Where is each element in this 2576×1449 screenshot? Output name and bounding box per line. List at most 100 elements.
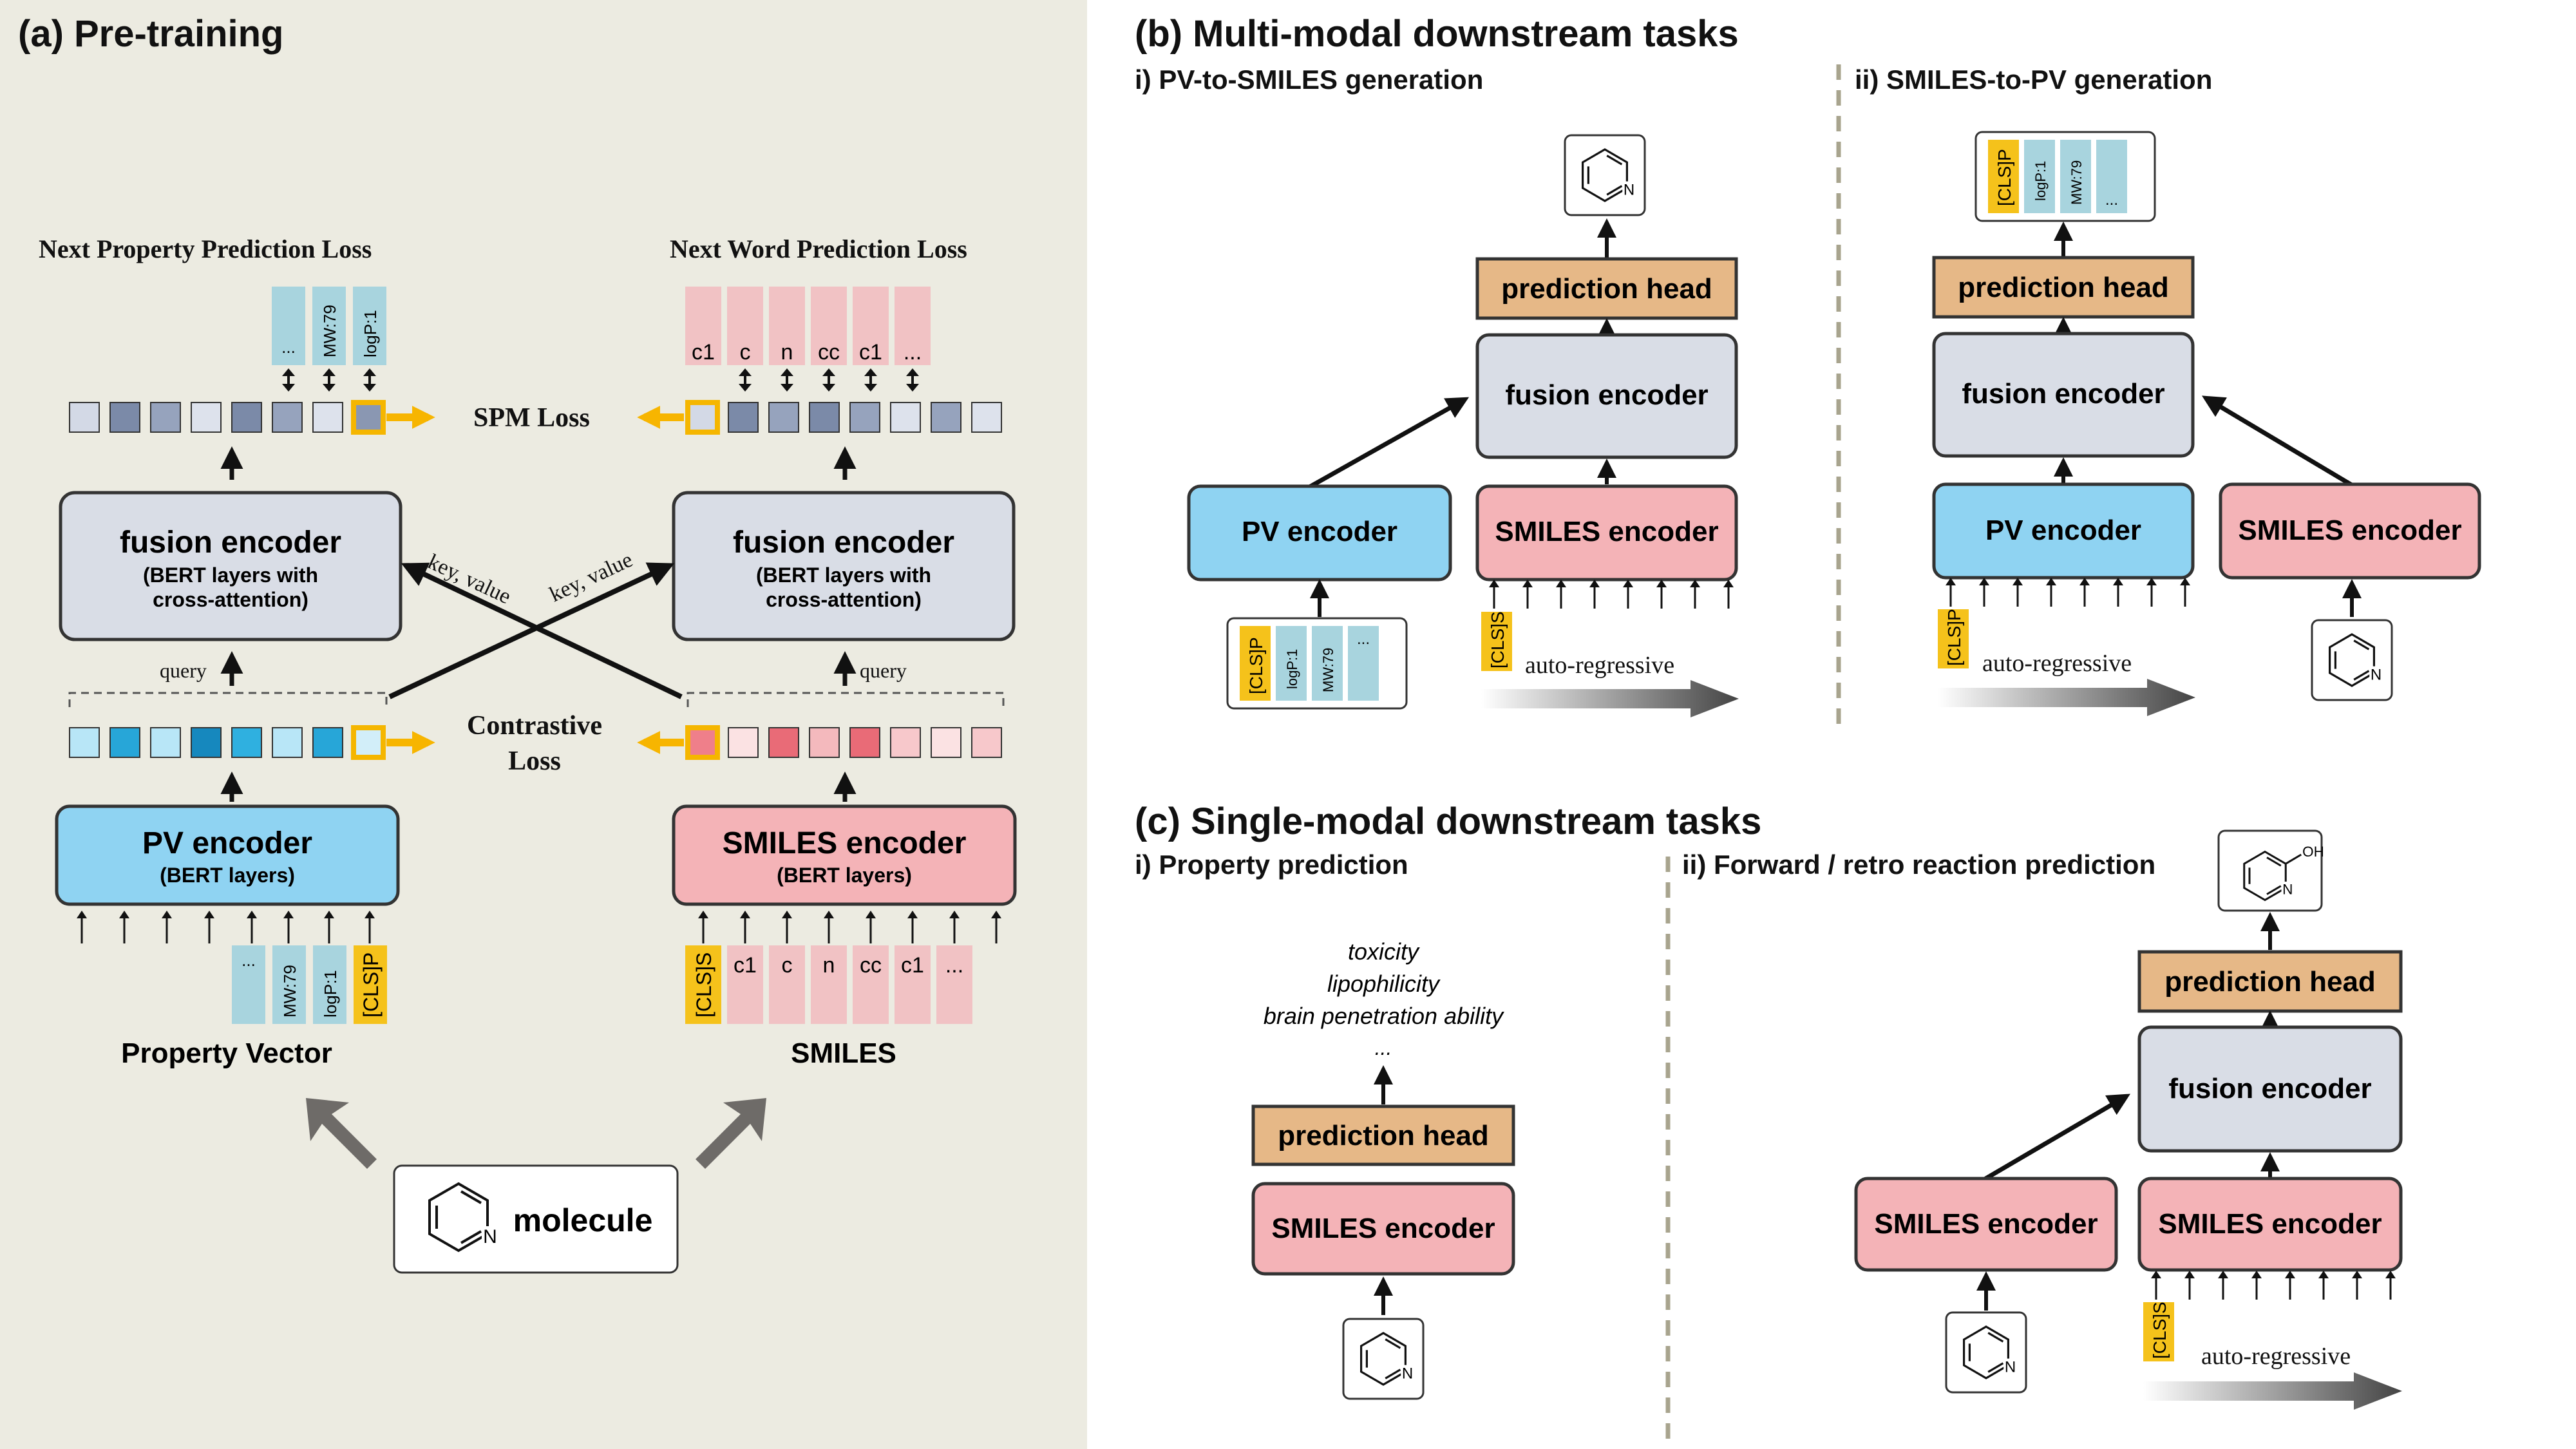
c2-product-smiles-label: SMILES encoder	[2158, 1208, 2382, 1240]
molecule-label: molecule	[513, 1202, 653, 1238]
c1-n: N	[1402, 1365, 1413, 1382]
spm-loss-label: SPM Loss	[473, 403, 590, 433]
b2-pv-encoder: PV encoder	[1932, 482, 2195, 580]
pv-input-mw: MW:79	[280, 965, 299, 1018]
smiles-label: SMILES	[791, 1037, 896, 1069]
b1-mw: MW:79	[1320, 648, 1336, 692]
smiles-input-c1b: c1	[901, 953, 924, 978]
b1-autoregressive-arrow	[1481, 680, 1739, 717]
smiles-input-tokens: [CLS]S c1 c n cc c1 ...	[685, 945, 972, 1024]
b1-logp: logP:1	[1284, 649, 1300, 689]
contrastive-label-1: Contrastive	[467, 711, 602, 741]
npp-loss-label: Next Property Prediction Loss	[39, 234, 372, 263]
pred-smiles-c1b: c1	[859, 340, 882, 365]
smiles-input-dots: ...	[945, 953, 963, 978]
b2-auto-regressive: auto-regressive	[1982, 650, 2132, 677]
pv-token-logp: logP:1	[361, 310, 380, 357]
left-fusion-output-row	[69, 400, 386, 435]
b2-autoregressive-arrow	[1938, 679, 2195, 716]
b2-logp: logP:1	[2032, 161, 2049, 201]
property-toxicity: toxicity	[1348, 938, 1420, 965]
b1-output-molecule: N	[1564, 134, 1646, 216]
query-left: query	[160, 659, 207, 682]
b1-pv-to-fusion-arrow	[1306, 397, 1470, 491]
cross-arrow-smiles-to-pv-fusion	[401, 562, 683, 699]
query-right: query	[860, 659, 907, 682]
smiles-encoder-output-row	[685, 725, 1002, 760]
left-dashed-bracket	[68, 692, 388, 707]
b1-fusion-encoder: fusion encoder	[1475, 333, 1738, 459]
property-vector-label: Property Vector	[121, 1037, 332, 1069]
b1-auto-regressive: auto-regressive	[1525, 652, 1674, 679]
b2-dots: ...	[2105, 191, 2118, 209]
singlemodal-title: (c) Single-modal downstream tasks	[1135, 800, 1761, 842]
c2-smiles-cls-token	[2143, 1302, 2174, 1361]
c2-reactant-to-fusion-arrow	[1982, 1094, 2131, 1182]
pred-smiles-cc: cc	[818, 340, 840, 365]
c1-head-label: prediction head	[1278, 1120, 1489, 1151]
b1-smiles-in-arrows	[1489, 580, 1734, 609]
c1-prediction-head: prediction head	[1251, 1104, 1515, 1166]
c2-n: N	[2282, 882, 2293, 898]
c1-input-molecule: N	[1342, 1318, 1425, 1400]
predicted-pv-tokens: ... MW:79 logP:1	[272, 287, 386, 365]
big-arrow-right	[696, 1098, 766, 1169]
c2-oh: OH	[2302, 844, 2324, 860]
contrastive-label-2: Loss	[508, 746, 561, 776]
b2-head-label: prediction head	[1958, 272, 2169, 303]
b2-pv-cls-token	[1938, 609, 1969, 668]
pv-token-dots: ...	[281, 337, 296, 357]
pred-smiles-c: c	[740, 340, 751, 365]
c2-auto-regressive: auto-regressive	[2201, 1343, 2351, 1370]
pred-smiles-c1a: c1	[692, 340, 715, 365]
right-fusion-title: fusion encoder	[733, 526, 954, 560]
b2-cls-p: [CLS]P	[1994, 149, 2014, 206]
task-reaction-prediction: ii) Forward / retro reaction prediction	[1682, 849, 2155, 880]
smiles-input-cls: [CLS]S	[692, 952, 715, 1018]
predicted-smiles-tokens: c1 c n cc c1 ...	[685, 287, 931, 365]
b2-smiles-encoder: SMILES encoder	[2219, 482, 2481, 580]
left-fusion-sub1: (BERT layers with	[143, 564, 318, 587]
c2-fusion-label: fusion encoder	[2168, 1073, 2371, 1104]
pv-input-dots: ...	[242, 951, 256, 970]
b2-prediction-head: prediction head	[1932, 256, 2195, 319]
right-fusion-sub1: (BERT layers with	[756, 564, 931, 587]
task-property-prediction: i) Property prediction	[1135, 849, 1408, 880]
left-fusion-encoder: fusion encoder (BERT layers with cross-a…	[59, 491, 402, 641]
c2-head-label: prediction head	[2164, 966, 2376, 998]
task-pv-to-smiles: i) PV-to-SMILES generation	[1135, 64, 1483, 95]
b1-n: N	[1624, 181, 1634, 198]
property-lipophilicity: lipophilicity	[1327, 971, 1441, 997]
cross-arrow-pv-to-smiles-fusion	[388, 562, 675, 699]
big-arrow-left	[306, 1098, 377, 1169]
c2-in-n: N	[2005, 1358, 2016, 1376]
property-dots: ...	[1375, 1036, 1392, 1059]
b2-cls-p-in: [CLS]P	[1944, 609, 1964, 666]
b1-prediction-head: prediction head	[1475, 257, 1738, 320]
pyridine-n: N	[483, 1226, 497, 1247]
smiles-input-n: n	[823, 953, 835, 978]
task-smiles-to-pv: ii) SMILES-to-PV generation	[1855, 64, 2212, 95]
right-dashed-bracket	[687, 692, 1005, 707]
property-brain-penetration: brain penetration ability	[1264, 1003, 1504, 1029]
c2-smiles-in-arrows	[2151, 1271, 2396, 1300]
b2-input-molecule: N	[2311, 619, 2393, 701]
pv-encoder-title: PV encoder	[142, 826, 312, 860]
pred-smiles-dots: ...	[904, 340, 922, 365]
b1-smiles-label: SMILES encoder	[1495, 516, 1718, 547]
c2-prediction-head: prediction head	[2137, 950, 2403, 1013]
b2-fusion-label: fusion encoder	[1962, 378, 2164, 410]
pv-encoder-output-row	[69, 725, 386, 760]
b1-pv-encoder: PV encoder	[1187, 484, 1452, 582]
smiles-input-cc: cc	[860, 953, 882, 978]
c2-autoregressive-arrow	[2143, 1372, 2402, 1410]
right-fusion-sub2: cross-attention)	[766, 588, 922, 611]
b1-smiles-encoder: SMILES encoder	[1475, 484, 1738, 582]
npp-double-arrows	[282, 368, 376, 392]
b2-pv-in-arrows	[1946, 578, 2190, 607]
pv-input-arrows	[77, 911, 375, 943]
b1-dots: ...	[1357, 630, 1370, 648]
pv-input-cls: [CLS]P	[359, 952, 383, 1018]
b2-smiles-label: SMILES encoder	[2238, 515, 2461, 546]
